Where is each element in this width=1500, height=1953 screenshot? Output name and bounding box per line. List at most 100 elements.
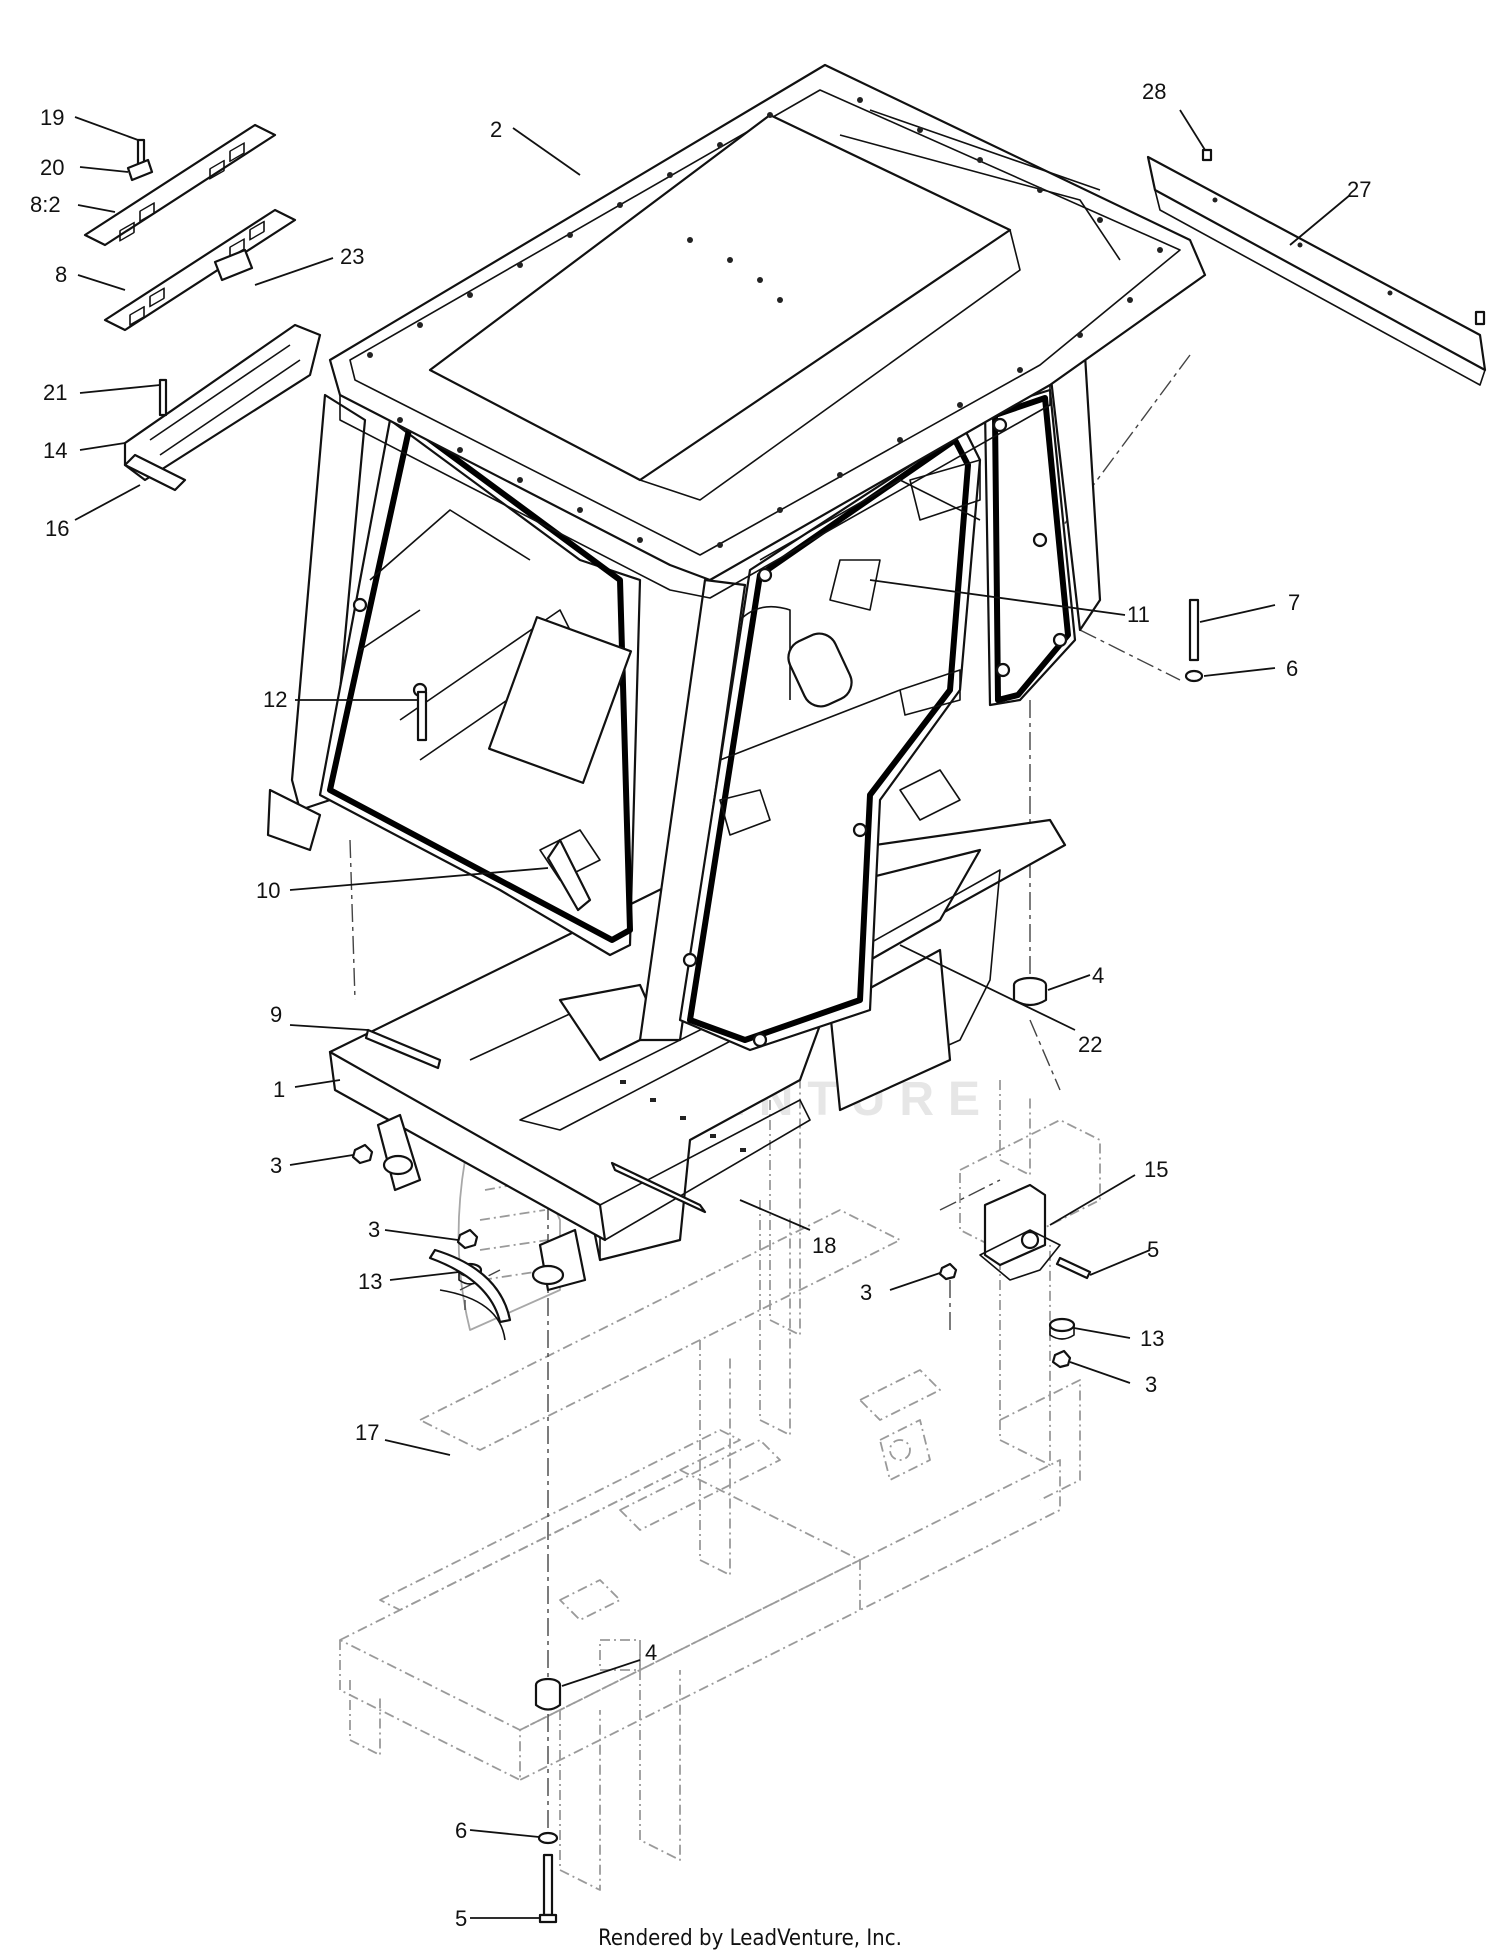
- mounting-hardware: [351, 598, 1204, 1924]
- footer-credit: Rendered by LeadVenture, Inc.: [598, 1926, 902, 1951]
- hitch-hole: [889, 1439, 911, 1461]
- callout-6-upper: 6: [1286, 656, 1298, 681]
- sun-shade-assembly: [1146, 148, 1487, 386]
- callout-11: 11: [1127, 602, 1150, 627]
- frame-front-tab: [349, 1680, 381, 1756]
- callout-16: 16: [45, 516, 69, 541]
- leader-lines: [74, 109, 1351, 1919]
- callout-19: 19: [40, 105, 64, 130]
- roof-raised-panel-edge: [639, 229, 1021, 501]
- frame-front-leg-2: [639, 1650, 681, 1861]
- nut-3-right: [938, 1262, 958, 1281]
- callout-14: 14: [43, 438, 67, 463]
- control-panel-parts: [83, 123, 322, 492]
- seal-strip-9: [364, 1028, 442, 1070]
- left-latch: [539, 829, 601, 881]
- hitch-bracket: [879, 1419, 931, 1481]
- rear-hinge-bottom: [1052, 632, 1068, 648]
- callout-28: 28: [1142, 79, 1166, 104]
- door-handle-plate: [899, 769, 961, 821]
- callout-9: 9: [270, 1002, 282, 1027]
- floor-side-lip: [599, 1099, 811, 1241]
- centerline-left-mount: [349, 839, 356, 1001]
- screw-27-end: [1474, 310, 1486, 326]
- inner-panel-11: [829, 559, 881, 611]
- left-corner-bracket: [266, 788, 322, 852]
- bracket-15-hole: [1020, 1230, 1040, 1250]
- hitch-plate: [859, 1369, 941, 1421]
- callout-5-right: 5: [1147, 1237, 1159, 1262]
- centerline-bolt-7: [1079, 629, 1181, 681]
- frame-upright-left: [699, 1340, 731, 1576]
- side-panel-22: [828, 948, 952, 1112]
- left-front-post: [290, 393, 367, 812]
- isolator-13-right: [1048, 1317, 1076, 1333]
- callout-21: 21: [43, 380, 67, 405]
- chassis-frame-ghost: [339, 1060, 1101, 1891]
- right-door-bolt-3: [682, 952, 698, 968]
- centerline-isolator: [459, 1269, 501, 1310]
- cab-roof: [328, 63, 1207, 599]
- right-door-seal: [687, 437, 971, 1043]
- screw-21: [158, 378, 168, 417]
- frame-side-plate: [519, 1559, 861, 1781]
- clip-20: [126, 158, 154, 182]
- nut-3-center: [456, 1228, 479, 1250]
- callout-2: 2: [490, 117, 502, 142]
- callout-12: 12: [263, 687, 287, 712]
- callout-3-left: 3: [270, 1153, 282, 1178]
- right-door-bolt-2: [852, 822, 868, 838]
- rear-hinge-mid: [1032, 532, 1048, 548]
- bolt-7: [1188, 598, 1200, 662]
- washer-6-upper: [1184, 669, 1204, 683]
- frame-crossmember: [419, 1209, 901, 1451]
- nut-3-left: [351, 1143, 374, 1165]
- hinge-bolt-lower: [352, 597, 368, 613]
- frame-upright-mid: [759, 1200, 791, 1436]
- callout-22: 22: [1078, 1032, 1102, 1057]
- left-door-seal: [327, 422, 633, 943]
- center-post: [638, 578, 747, 1042]
- door-latch: [719, 789, 771, 836]
- frame-step: [619, 1439, 781, 1531]
- cab-frame: [266, 353, 1102, 1062]
- frame-front-plate: [339, 1640, 521, 1781]
- screw-28: [1201, 148, 1213, 162]
- callout-7: 7: [1288, 590, 1300, 615]
- callout-5-lower: 5: [455, 1906, 467, 1931]
- frame-rear-plate: [859, 1459, 1061, 1611]
- callout-4-upper: 4: [1092, 963, 1104, 988]
- harness-17-strand: [439, 1289, 506, 1341]
- centerline-right-lower: [1029, 1019, 1061, 1091]
- console-14: [123, 323, 322, 482]
- frame-cutout: [599, 1639, 641, 1671]
- bolt-5-right: [1055, 1256, 1092, 1280]
- floor-mount-boss-center: [531, 1264, 565, 1286]
- callout-labels: 19 20 8:2 8 23 21 14 16 2 28 27 11 7 6 1…: [30, 79, 1371, 1931]
- mirror-arm: [739, 605, 791, 700]
- frame-upright-tall: [769, 1060, 801, 1336]
- callout-17: 17: [355, 1420, 379, 1445]
- panel-plate-8: [103, 208, 297, 332]
- floor-mount-boss-left: [382, 1154, 414, 1176]
- bracket-15: [983, 1183, 1047, 1267]
- frame-rear-corner: [999, 1379, 1081, 1501]
- rear-post: [999, 1080, 1031, 1176]
- rear-side-seal: [992, 395, 1071, 703]
- seal-strip-10: [546, 838, 592, 912]
- roof-screws: [367, 97, 1163, 548]
- knob-23: [213, 248, 254, 282]
- callout-3-lower-right: 3: [1145, 1372, 1157, 1397]
- bolt-5-bottom-head: [538, 1913, 558, 1924]
- decal-8-2: [83, 123, 277, 247]
- callout-6-lower: 6: [455, 1818, 467, 1843]
- nut-3-lower-right: [1051, 1349, 1072, 1369]
- callout-3-right: 3: [860, 1280, 872, 1305]
- callout-1: 1: [273, 1077, 285, 1102]
- cab-floor-assembly: [328, 818, 1067, 1292]
- interior-panel: [487, 616, 633, 784]
- mirror: [787, 632, 853, 708]
- callout-3-center: 3: [368, 1217, 380, 1242]
- callout-8: 8: [55, 262, 67, 287]
